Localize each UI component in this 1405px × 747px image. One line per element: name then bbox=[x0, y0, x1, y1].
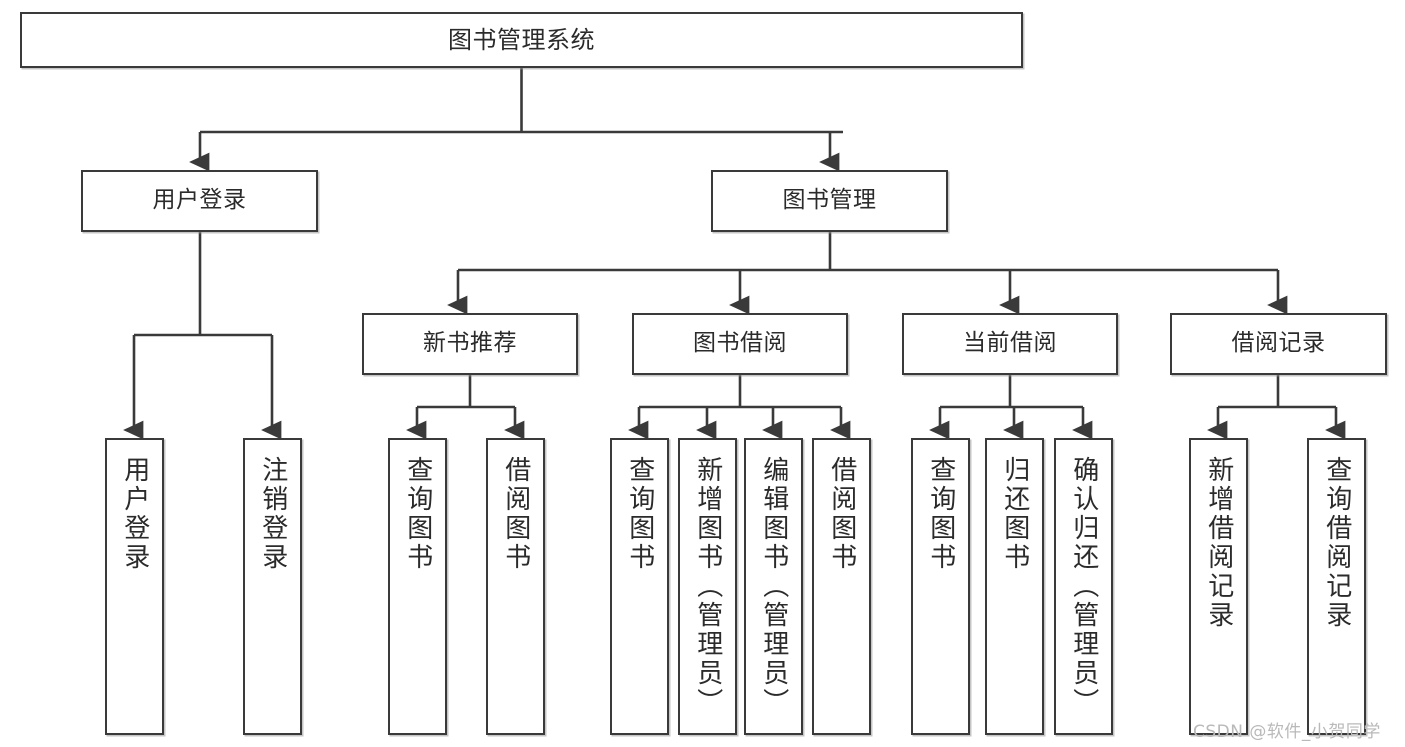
node-label: 查询借阅记录 bbox=[1321, 456, 1352, 630]
node-label: 新书推荐 bbox=[423, 330, 517, 357]
node-leaf-query-book-nb[interactable]: 查询图书 bbox=[388, 438, 447, 735]
node-label: 新增借阅记录 bbox=[1203, 456, 1234, 630]
node-leaf-query-book-bb[interactable]: 查询图书 bbox=[610, 438, 669, 735]
node-leaf-user-login[interactable]: 用户登录 bbox=[105, 438, 164, 735]
node-label: 用户登录 bbox=[119, 456, 150, 572]
node-new-book-recommend[interactable]: 新书推荐 bbox=[362, 313, 578, 375]
node-leaf-query-borrow-record[interactable]: 查询借阅记录 bbox=[1307, 438, 1366, 735]
node-leaf-return-book[interactable]: 归还图书 bbox=[985, 438, 1044, 735]
node-leaf-borrow-book-nb[interactable]: 借阅图书 bbox=[486, 438, 545, 735]
node-book-borrow[interactable]: 图书借阅 bbox=[632, 313, 848, 375]
node-label: 借阅图书 bbox=[826, 456, 857, 572]
node-label: 新增图书（管理员） bbox=[692, 456, 723, 717]
node-label: 查询图书 bbox=[624, 456, 655, 572]
node-label: 查询图书 bbox=[925, 456, 956, 572]
node-root-system[interactable]: 图书管理系统 bbox=[20, 12, 1023, 68]
node-label: 编辑图书（管理员） bbox=[758, 456, 789, 717]
node-label: 图书管理系统 bbox=[448, 25, 595, 54]
node-leaf-confirm-return-admin[interactable]: 确认归还（管理员） bbox=[1054, 438, 1113, 735]
node-leaf-add-book-admin[interactable]: 新增图书（管理员） bbox=[678, 438, 737, 735]
node-leaf-query-book-cb[interactable]: 查询图书 bbox=[911, 438, 970, 735]
csdn-watermark: CSDN @软件_小贺同学 bbox=[1193, 722, 1381, 742]
node-current-borrow[interactable]: 当前借阅 bbox=[902, 313, 1118, 375]
node-label: 用户登录 bbox=[152, 187, 247, 214]
node-label: 注销登录 bbox=[257, 456, 288, 572]
node-label: 借阅图书 bbox=[500, 456, 531, 572]
node-leaf-edit-book-admin[interactable]: 编辑图书（管理员） bbox=[744, 438, 803, 735]
node-leaf-borrow-book-bb[interactable]: 借阅图书 bbox=[812, 438, 871, 735]
node-leaf-add-borrow-record[interactable]: 新增借阅记录 bbox=[1189, 438, 1248, 735]
node-leaf-logout[interactable]: 注销登录 bbox=[243, 438, 302, 735]
node-label: 查询图书 bbox=[402, 456, 433, 572]
node-borrow-record[interactable]: 借阅记录 bbox=[1170, 313, 1387, 375]
node-label: 确认归还（管理员） bbox=[1068, 456, 1099, 717]
node-book-management[interactable]: 图书管理 bbox=[711, 170, 948, 232]
node-label: 归还图书 bbox=[999, 456, 1030, 572]
node-label: 借阅记录 bbox=[1231, 330, 1326, 357]
node-user-login[interactable]: 用户登录 bbox=[81, 170, 318, 232]
node-label: 当前借阅 bbox=[963, 330, 1057, 357]
node-label: 图书管理 bbox=[782, 187, 877, 214]
node-label: 图书借阅 bbox=[693, 330, 787, 357]
